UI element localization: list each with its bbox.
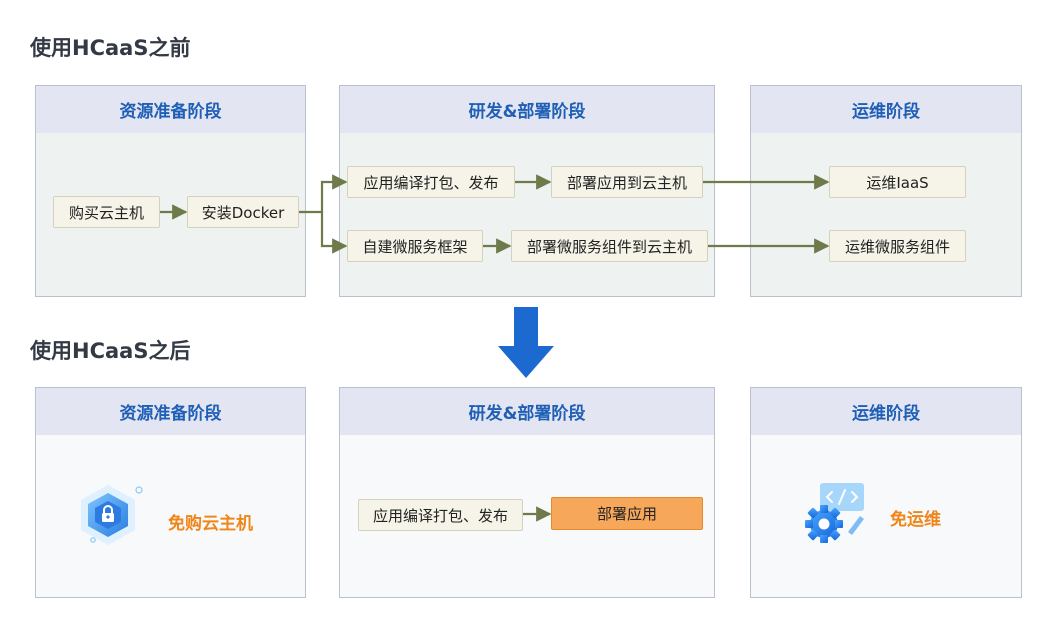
before-title: 使用HCaaS之前 — [30, 36, 191, 60]
before-resource-panel: 资源准备阶段 — [35, 85, 306, 297]
after-resource-panel: 资源准备阶段 — [35, 387, 306, 598]
step-deploy-components: 部署微服务组件到云主机 — [511, 230, 708, 262]
arrow-docker-to-microservice — [320, 212, 348, 254]
after-dev-panel: 研发&部署阶段 — [339, 387, 715, 598]
phase-header-dev: 研发&部署阶段 — [340, 86, 714, 133]
phase-header-dev: 研发&部署阶段 — [340, 388, 714, 435]
step-build-publish: 应用编译打包、发布 — [358, 499, 523, 531]
shield-lock-icon — [81, 485, 143, 545]
phase-header-resource: 资源准备阶段 — [36, 388, 305, 435]
after-title: 使用HCaaS之后 — [30, 339, 191, 363]
gear-code-icon — [805, 483, 864, 543]
step-install-docker: 安装Docker — [187, 196, 299, 228]
after-ops-panel: 运维阶段 — [750, 387, 1022, 598]
label-no-ops: 免运维 — [890, 510, 941, 530]
step-deploy-app-to-host: 部署应用到云主机 — [551, 166, 703, 198]
phase-header-resource: 资源准备阶段 — [36, 86, 305, 133]
step-build-publish: 应用编译打包、发布 — [347, 166, 515, 198]
step-ops-microservice: 运维微服务组件 — [829, 230, 966, 262]
step-buy-host: 购买云主机 — [53, 196, 160, 228]
down-arrow-icon — [498, 307, 554, 378]
arrow-docker-to-build — [299, 174, 348, 214]
label-no-buy-host: 免购云主机 — [168, 514, 253, 534]
step-build-microservice: 自建微服务框架 — [347, 230, 483, 262]
phase-header-ops: 运维阶段 — [751, 388, 1021, 435]
phase-header-ops: 运维阶段 — [751, 86, 1021, 133]
step-deploy-app: 部署应用 — [551, 497, 703, 530]
